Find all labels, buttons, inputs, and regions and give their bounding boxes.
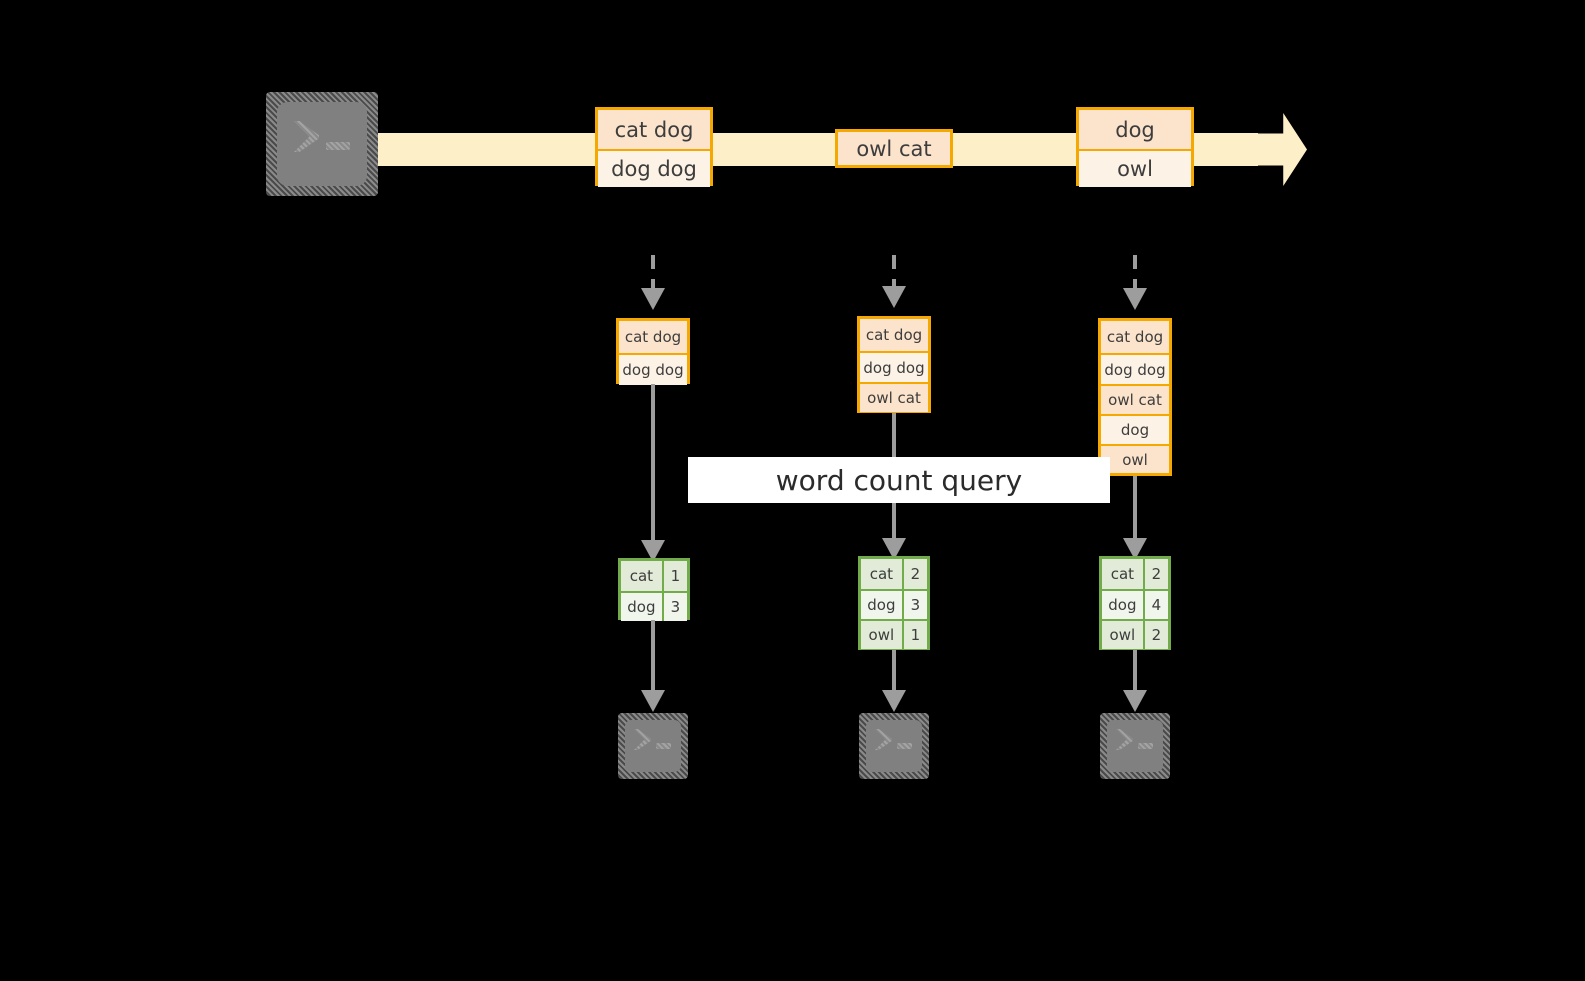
snapshot-1-sink-arrowhead-icon — [641, 690, 665, 712]
record-line: dog — [1079, 110, 1191, 149]
accumulated-line: owl — [1101, 444, 1169, 473]
terminal-cursor-icon — [326, 142, 350, 150]
stream-record-batch-2[interactable]: owl cat — [835, 129, 953, 168]
accumulated-line: owl cat — [860, 382, 928, 412]
stream-arrowhead-icon — [1253, 113, 1307, 186]
table-cell-count: 2 — [1144, 621, 1168, 649]
table-cell-count: 1 — [663, 561, 687, 591]
snapshot-2-sink-arrowhead-icon — [882, 690, 906, 712]
accumulated-line: dog dog — [1101, 353, 1169, 384]
terminal-screen — [277, 102, 367, 186]
terminal-cursor-icon — [656, 743, 671, 749]
snapshot-1-sink-terminal-icon[interactable] — [618, 713, 688, 779]
table-cell-count: 1 — [903, 621, 927, 649]
accumulated-line: cat dog — [619, 321, 687, 353]
table-row: cat 1 — [621, 561, 687, 591]
record-line: cat dog — [598, 110, 710, 149]
snapshot-3-sink-connector — [1133, 650, 1137, 696]
table-row: cat 2 — [1102, 559, 1168, 589]
accumulated-line: owl cat — [1101, 384, 1169, 414]
table-cell-word: dog — [861, 591, 904, 619]
snapshot-1-dashed-connector — [651, 255, 655, 291]
accumulated-line: dog — [1101, 414, 1169, 444]
snapshot-2-dashed-connector — [892, 255, 896, 289]
query-label-band: word count query — [688, 457, 1110, 503]
snapshot-2-dashed-arrowhead-icon — [882, 286, 906, 308]
terminal-screen — [625, 720, 681, 772]
table-cell-word: cat — [861, 559, 904, 589]
source-terminal-icon[interactable] — [266, 92, 378, 196]
snapshot-2-result-table[interactable]: cat 2 dog 3 owl 1 — [858, 556, 930, 650]
table-row: dog 3 — [621, 591, 687, 621]
table-row: dog 4 — [1102, 589, 1168, 619]
table-cell-count: 2 — [903, 559, 927, 589]
record-line: dog dog — [598, 149, 710, 187]
accumulated-line: cat dog — [860, 319, 928, 351]
terminal-cursor-icon — [897, 743, 912, 749]
table-row: owl 1 — [861, 619, 927, 649]
table-cell-count: 2 — [1144, 559, 1168, 589]
snapshot-3-result-table[interactable]: cat 2 dog 4 owl 2 — [1099, 556, 1171, 650]
table-cell-count: 3 — [903, 591, 927, 619]
accumulated-line: dog dog — [619, 353, 687, 385]
snapshot-3-query-connector — [1133, 476, 1137, 546]
table-cell-word: owl — [861, 621, 904, 649]
terminal-screen — [1107, 720, 1163, 772]
table-cell-word: dog — [621, 593, 664, 621]
table-row: dog 3 — [861, 589, 927, 619]
stream-record-batch-3[interactable]: dog owl — [1076, 107, 1194, 187]
terminal-screen — [866, 720, 922, 772]
snapshot-1-dashed-arrowhead-icon — [641, 288, 665, 310]
table-cell-count: 4 — [1144, 591, 1168, 619]
table-cell-word: dog — [1102, 591, 1145, 619]
stream-record-batch-1[interactable]: cat dog dog dog — [595, 107, 713, 187]
snapshot-3-accumulated-records[interactable]: cat dog dog dog owl cat dog owl — [1098, 318, 1172, 476]
snapshot-3-dashed-arrowhead-icon — [1123, 288, 1147, 310]
record-line: owl cat — [838, 132, 950, 165]
accumulated-line: dog dog — [860, 351, 928, 382]
snapshot-1-accumulated-records[interactable]: cat dog dog dog — [616, 318, 690, 385]
snapshot-3-dashed-connector — [1133, 255, 1137, 291]
table-cell-word: owl — [1102, 621, 1145, 649]
snapshot-3-sink-arrowhead-icon — [1123, 690, 1147, 712]
table-cell-count: 3 — [663, 593, 687, 621]
table-cell-word: cat — [1102, 559, 1145, 589]
snapshot-1-sink-connector — [651, 620, 655, 696]
table-cell-word: cat — [621, 561, 664, 591]
snapshot-2-accumulated-records[interactable]: cat dog dog dog owl cat — [857, 316, 931, 413]
snapshot-3-sink-terminal-icon[interactable] — [1100, 713, 1170, 779]
snapshot-2-sink-terminal-icon[interactable] — [859, 713, 929, 779]
snapshot-2-sink-connector — [892, 650, 896, 696]
snapshot-1-result-table[interactable]: cat 1 dog 3 — [618, 558, 690, 621]
record-line: owl — [1079, 149, 1191, 187]
accumulated-line: cat dog — [1101, 321, 1169, 353]
table-row: cat 2 — [861, 559, 927, 589]
table-row: owl 2 — [1102, 619, 1168, 649]
terminal-cursor-icon — [1138, 743, 1153, 749]
snapshot-1-query-connector — [651, 384, 655, 548]
